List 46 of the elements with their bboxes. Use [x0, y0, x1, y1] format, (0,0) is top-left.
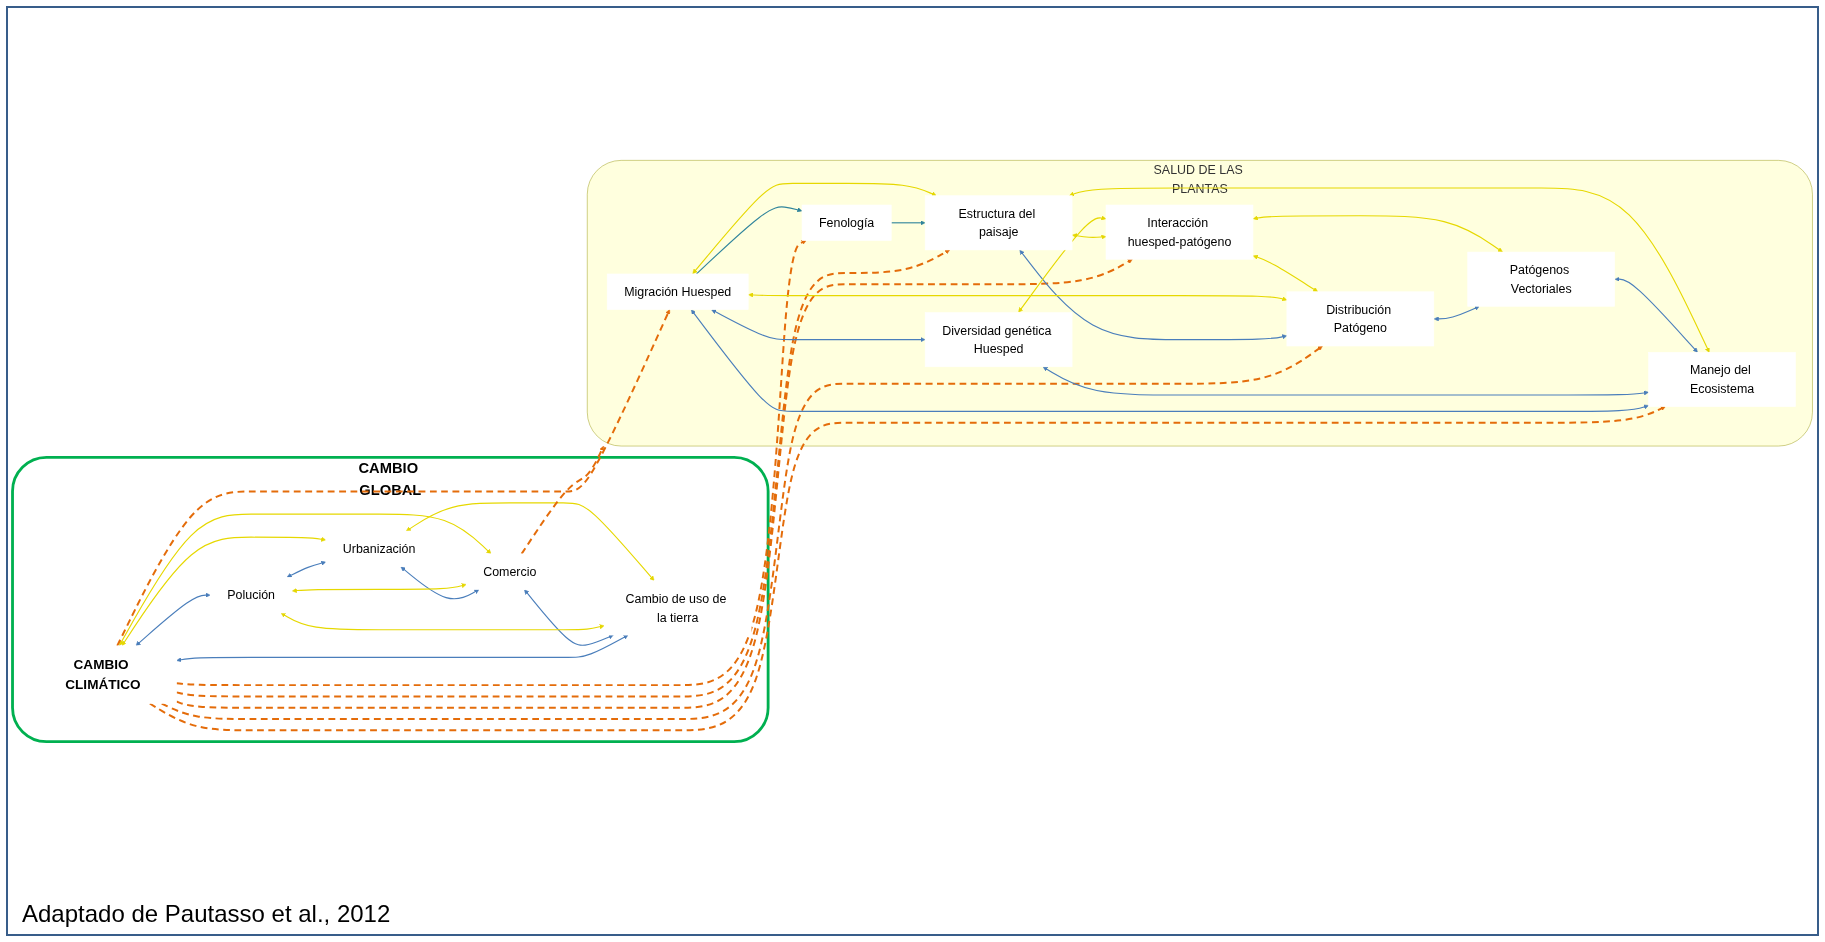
arrow: [400, 566, 480, 600]
arrow: [691, 309, 1649, 412]
node-box: Manejo del Ecosistema: [1648, 352, 1796, 407]
arrow: [1614, 276, 1698, 353]
arrow: [175, 240, 807, 687]
node-text: Comercio: [483, 564, 537, 579]
arrow: [1018, 215, 1107, 313]
node-box: Patógenos Vectoriales: [1467, 251, 1615, 307]
node-box: Migración Huesped: [606, 273, 749, 310]
node-box: Fenología: [801, 204, 892, 241]
arrow: [406, 502, 655, 581]
arrow: [175, 249, 950, 698]
arrow: [135, 592, 211, 646]
arrow: [1042, 366, 1649, 396]
caption: Adaptado de Pautasso et al., 2012: [22, 900, 391, 927]
arrow: [711, 309, 926, 343]
node-text: CAMBIO CLIMÁTICO: [65, 656, 141, 693]
arrow: [696, 206, 803, 275]
arrow: [524, 589, 614, 646]
arrow: [748, 292, 1288, 302]
arrow: [160, 345, 1323, 720]
node-text: Polución: [227, 588, 275, 603]
arrow: [1252, 254, 1318, 292]
node-box: Diversidad genética Huesped: [924, 312, 1073, 368]
node-text: Urbanización: [342, 541, 416, 556]
arrow: [176, 634, 629, 663]
arrow: [890, 220, 926, 226]
arrow: [286, 560, 327, 578]
arrow: [692, 182, 937, 274]
arrow: [1069, 187, 1710, 353]
arrow: [175, 259, 1133, 709]
arrow: [520, 445, 604, 555]
node-box: Interacción huesped-patógeno: [1105, 204, 1254, 260]
node-box: Distribución Patógeno: [1286, 291, 1435, 347]
arrow: [1072, 233, 1107, 240]
node-box: Estructura del paisaje: [924, 195, 1073, 251]
arrow: [116, 309, 671, 647]
arrow: [121, 536, 327, 646]
node-text: Cambio de uso de la tierra: [625, 591, 727, 625]
arrow: [119, 513, 492, 646]
arrow: [280, 612, 605, 631]
arrow: [1019, 249, 1288, 341]
arrow: [291, 583, 467, 594]
arrow: [1433, 305, 1480, 322]
arrow: [148, 406, 1666, 732]
arrow: [1252, 215, 1503, 253]
